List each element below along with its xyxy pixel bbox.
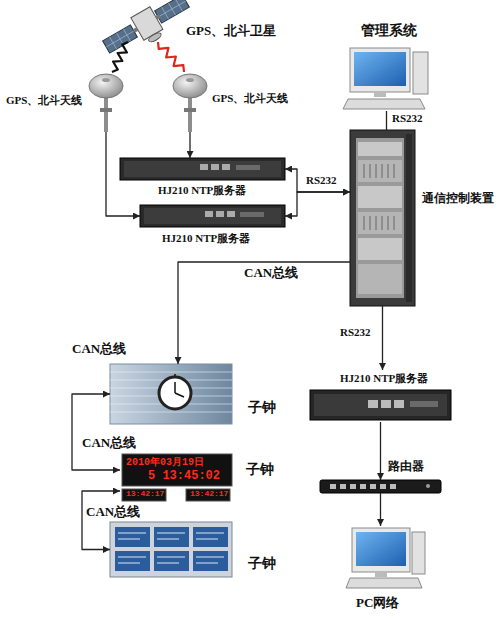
- connector: [189, 132, 190, 158]
- connector: [380, 493, 381, 526]
- device-node: HJ210 NTP服务器: [140, 205, 285, 227]
- clock-digits: 13:42:17: [126, 490, 164, 499]
- antenna-icon: [89, 74, 123, 132]
- edge-label: RS232: [340, 326, 371, 338]
- edge-label: CAN总线: [86, 505, 140, 519]
- cabinet-icon: [350, 130, 415, 306]
- node-label: 子钟: [248, 400, 276, 415]
- server-chassis: [140, 205, 285, 227]
- edge-label: RS232: [306, 174, 337, 186]
- edge-label: RS232: [392, 112, 423, 124]
- device-node: 路由器: [320, 480, 441, 493]
- device-node: 通信控制装置: [350, 130, 415, 306]
- node-label: HJ210 NTP服务器: [158, 184, 246, 196]
- router-icon: [320, 480, 441, 493]
- signal-link: [158, 42, 184, 72]
- node-label: PC网络: [356, 596, 399, 610]
- bus-label: CAN总线: [72, 342, 126, 356]
- device-node: PC网络: [346, 526, 426, 588]
- clock-digits: 5 13:45:02: [148, 470, 220, 483]
- device-node: 子钟: [110, 364, 232, 424]
- node-label: 管理系统: [361, 23, 417, 38]
- connector: [178, 262, 350, 364]
- satellite-icon: [100, 0, 196, 63]
- clock-digits: 2010年03月19日: [126, 457, 204, 468]
- device-node: GPS、北斗天线: [172, 72, 208, 132]
- node-label: 子钟: [246, 462, 274, 477]
- node-label: HJ210 NTP服务器: [162, 232, 250, 244]
- node-label: 路由器: [388, 460, 424, 473]
- connector: [380, 422, 381, 480]
- device-node: 子钟: [110, 522, 232, 577]
- signal-link: [112, 42, 128, 72]
- node-label: HJ210 NTP服务器: [340, 372, 428, 384]
- connector: [82, 491, 120, 550]
- connector: [72, 394, 120, 470]
- node-label: 子钟: [248, 556, 276, 571]
- edge-label: CAN总线: [244, 266, 298, 280]
- antenna-icon: [173, 74, 207, 132]
- connector: [285, 192, 350, 216]
- device-node: GPS、北斗卫星: [110, 2, 182, 48]
- device-node: GPS、北斗天线: [88, 72, 124, 132]
- node-label: GPS、北斗卫星: [186, 24, 276, 38]
- server-chassis: [310, 390, 451, 420]
- analog-clock: [110, 364, 232, 424]
- connector: [382, 306, 383, 370]
- node-label: 通信控制装置: [422, 192, 494, 205]
- device-node: HJ210 NTP服务器: [308, 370, 453, 422]
- node-label: GPS、北斗天线: [6, 94, 82, 106]
- clock-digits: 13:42:17: [190, 490, 228, 499]
- node-label: GPS、北斗天线: [212, 92, 288, 104]
- digital-clock: [122, 454, 232, 501]
- connector: [106, 132, 140, 216]
- computer-icon: [343, 48, 428, 109]
- screen-clock: [110, 522, 232, 577]
- device-node: HJ210 NTP服务器: [120, 158, 285, 180]
- computer-icon: [346, 528, 425, 588]
- edge-label: CAN总线: [82, 436, 136, 450]
- connector: [386, 111, 387, 130]
- server-chassis: [120, 158, 285, 180]
- device-node: 管理系统: [343, 45, 430, 111]
- connector: [285, 169, 350, 192]
